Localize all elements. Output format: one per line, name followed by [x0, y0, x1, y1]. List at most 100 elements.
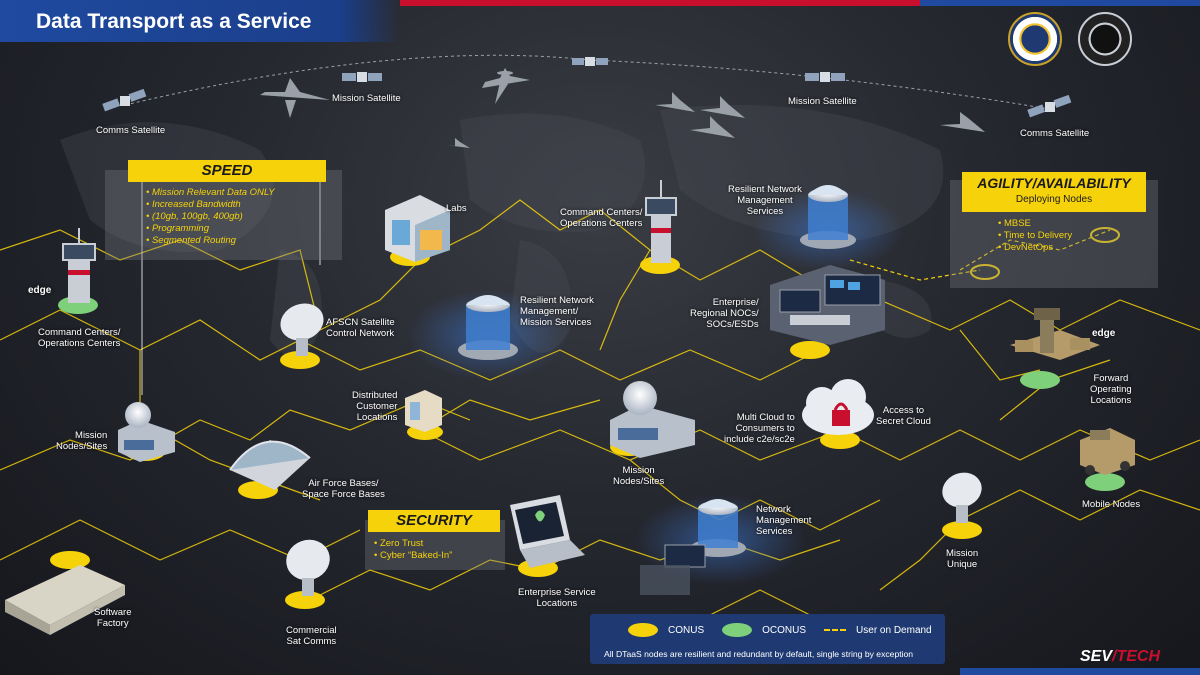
user-on-demand-swatch — [824, 629, 847, 631]
command-centers-left-label: Command Centers/ Operations Centers — [38, 327, 121, 349]
enterprise-noc-room-icon — [770, 265, 885, 345]
speed-item: (10gb, 100gb, 400gb) — [146, 211, 275, 223]
node-conus-software-factory — [50, 551, 90, 569]
agility-callout-list: MBSE Time to Delivery DevNetOps — [998, 218, 1072, 254]
mission-satellite-right-label: Mission Satellite — [788, 96, 857, 107]
comms-satellite-left-label: Comms Satellite — [96, 125, 166, 136]
distributed-customer-label: Distributed Customer Locations — [352, 390, 398, 423]
distributed-customer-building-icon — [405, 390, 442, 432]
enterprise-service-label: Enterprise Service Locations — [518, 587, 596, 609]
network-management-center-icon — [640, 499, 746, 595]
edge-label-left: edge — [28, 285, 52, 296]
node-oconus-mobile — [1085, 473, 1125, 491]
legend-conus-label: CONUS — [668, 624, 705, 636]
air-force-seal-icon — [1008, 12, 1062, 66]
afscn-dish-icon — [280, 303, 324, 356]
resilient-nms-top-label: Resilient Network Management Services — [728, 184, 802, 217]
user-on-demand-links — [849, 229, 1111, 281]
forward-operating-tower-icon — [1010, 308, 1100, 360]
awacs-aircraft-icon — [482, 68, 530, 104]
commercial-sat-label: Commercial Sat Comms — [286, 625, 337, 647]
air-force-bases-label: Air Force Bases/ Space Force Bases — [302, 478, 385, 500]
labs-building-icon — [385, 195, 450, 262]
oconus-swatch — [722, 623, 753, 637]
node-conus-cloud — [820, 431, 860, 449]
mission-nodes-center-label: Mission Nodes/Sites — [613, 465, 665, 487]
enterprise-laptop-icon — [510, 495, 585, 568]
mobile-node-vehicle-icon — [1080, 428, 1135, 475]
resilient-nms-center-icon — [458, 295, 518, 360]
mission-unique-dish-icon — [942, 472, 982, 523]
satellite-icons — [102, 57, 1072, 118]
transport-aircraft-icon — [260, 78, 330, 118]
fighter-jet-icon-4 — [940, 112, 985, 132]
sevatec-logo: SEV/TECH — [1080, 648, 1160, 666]
node-deploy-1 — [970, 264, 1000, 280]
agility-callout-heading-box — [962, 172, 1146, 212]
comms-satellite-left-icon — [102, 88, 147, 112]
facility-icons — [5, 180, 1135, 635]
network-mgmt-label: Network Management Services — [756, 504, 812, 537]
fighter-jet-icon-3 — [690, 116, 735, 138]
conus-swatch — [628, 623, 658, 637]
space-force-seal-icon — [1078, 12, 1132, 66]
speed-callout-heading: SPEED — [128, 160, 326, 182]
secret-cloud-label: Access to Secret Cloud — [876, 405, 931, 427]
software-factory-building-icon — [5, 565, 125, 635]
brand-slash: / — [1112, 648, 1117, 665]
legend-note: All DTaaS nodes are resilient and redund… — [604, 649, 914, 659]
afscn-label: AFSCN Satellite Control Network — [326, 317, 395, 339]
labs-label: Labs — [446, 203, 467, 214]
agility-item: MBSE — [998, 218, 1072, 230]
speed-item: Increased Bandwidth — [146, 199, 275, 211]
multi-cloud-label: Multi Cloud to Consumers to include c2e/… — [724, 412, 795, 445]
aircraft-icons — [260, 68, 985, 148]
forward-operating-label: Forward Operating Locations — [1090, 373, 1132, 406]
software-factory-label: Software Factory — [94, 607, 132, 629]
commercial-sat-dish-icon — [286, 539, 330, 596]
bottom-accent-strip — [960, 668, 1200, 675]
security-callout-heading: SECURITY — [368, 510, 500, 532]
mission-nodes-left-label: Mission Nodes/Sites — [56, 430, 108, 452]
mission-satellite-center-icon — [572, 57, 608, 66]
node-deploy-2 — [1090, 227, 1120, 243]
agility-callout-heading: AGILITY/AVAILABILITY — [977, 175, 1131, 191]
brand-part-1: SEV — [1080, 648, 1113, 665]
node-conus-commercial-sat — [285, 591, 325, 609]
speed-item: Programming — [146, 223, 275, 235]
security-item: Cyber “Baked-In” — [374, 550, 452, 562]
mission-satellite-left-icon — [342, 72, 382, 82]
mission-node-center-building-icon — [610, 381, 695, 458]
comms-satellite-right-icon — [1027, 94, 1072, 118]
mission-satellite-right-icon — [805, 72, 845, 82]
control-tower-left-icon — [62, 228, 96, 303]
legend-user-on-demand-label: User on Demand — [856, 624, 932, 636]
legend-oconus-label: OCONUS — [762, 624, 807, 636]
agility-callout-subheading: Deploying Nodes — [1015, 194, 1093, 205]
header-accent-red — [400, 0, 920, 6]
page-title: Data Transport as a Service — [36, 10, 312, 33]
mission-unique-label: Mission Unique — [946, 548, 979, 570]
speed-callout-list: Mission Relevant Data ONLY Increased Ban… — [146, 187, 275, 247]
command-centers-center-label: Command Centers/ Operations Centers — [560, 207, 643, 229]
security-item: Zero Trust — [374, 538, 452, 550]
air-force-base-hangar-icon — [229, 440, 311, 490]
callout-connectors — [141, 180, 321, 395]
speed-item: Mission Relevant Data ONLY — [146, 187, 275, 199]
enterprise-nocs-label: Enterprise/ Regional NOCs/ SOCs/ESDs — [690, 297, 759, 330]
brand-part-2: TECH — [1116, 648, 1161, 665]
node-oconus-forward — [1020, 371, 1060, 389]
secret-cloud-icon — [802, 379, 874, 435]
speed-item: Segmented Routing — [146, 235, 275, 247]
agility-item: Time to Delivery — [998, 230, 1072, 242]
header-accent-blue — [920, 0, 1200, 6]
edge-label-right: edge — [1092, 328, 1116, 339]
legend-row: CONUS OCONUS User on Demand — [628, 623, 932, 637]
node-conus-afscn — [280, 351, 320, 369]
small-aircraft-icon — [445, 138, 470, 148]
node-conus-enterprise-nocs — [790, 341, 830, 359]
mission-node-left-building-icon — [118, 402, 175, 462]
legend: CONUS OCONUS User on Demand All DTaaS no… — [590, 614, 945, 664]
